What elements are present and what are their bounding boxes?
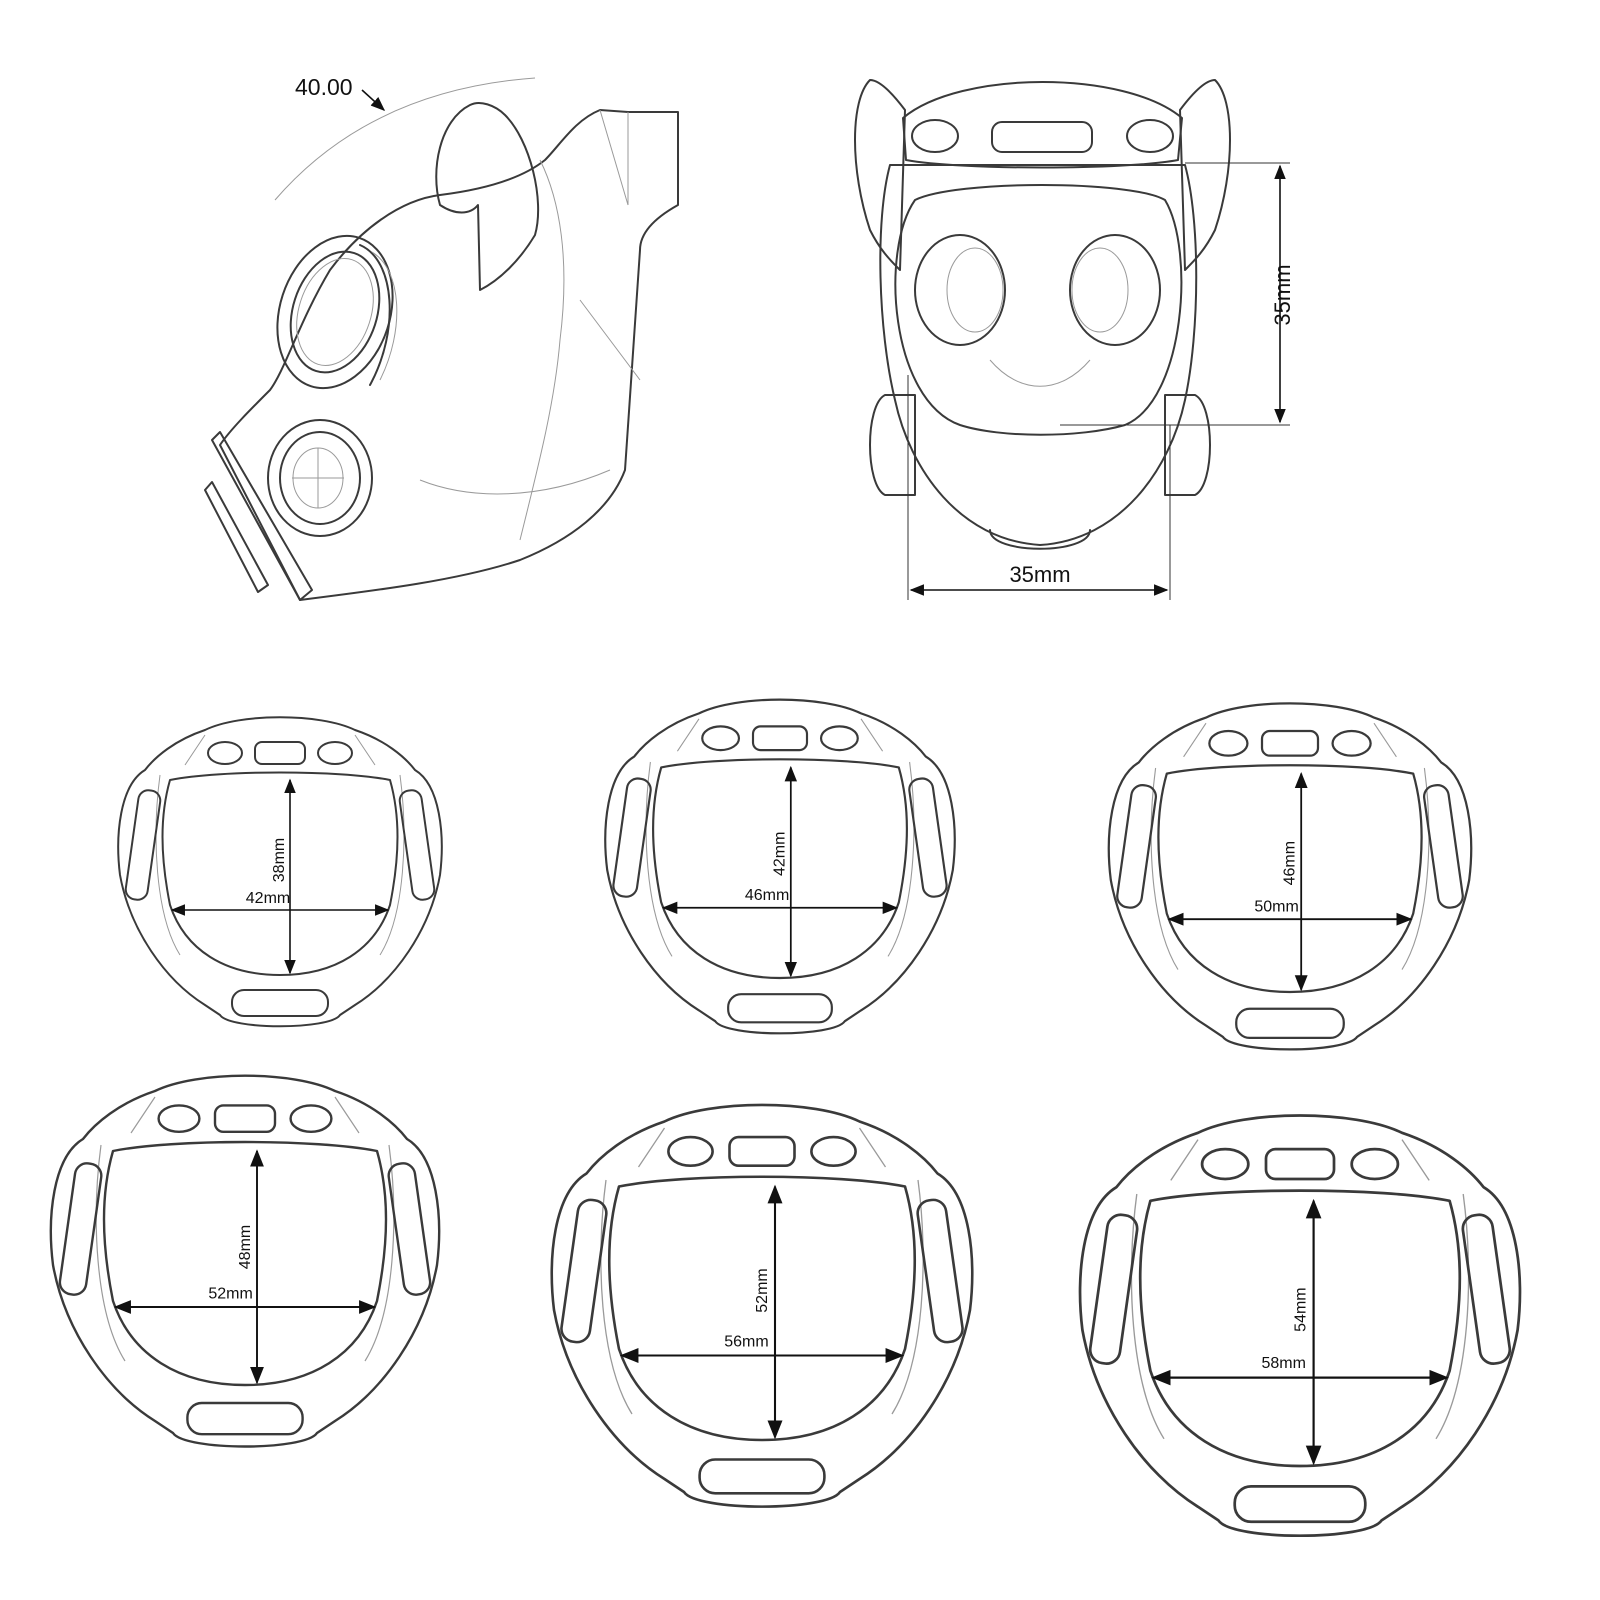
body-seam (419, 469, 611, 495)
bottom-slot (186, 1401, 304, 1436)
body-contour (519, 159, 565, 541)
slot-center (1260, 729, 1320, 757)
ring-inner (102, 1140, 388, 1387)
lower-port (267, 419, 373, 537)
slot-right (810, 1135, 857, 1168)
ring-size-3: 50mm 46mm (1107, 702, 1473, 1051)
front-view: 35mm 35mm (854, 79, 1295, 600)
side-slot-right (916, 1198, 964, 1344)
slot-center (1264, 1147, 1336, 1181)
ring-outer (49, 1074, 441, 1448)
ring-width-label: 58mm (1261, 1355, 1305, 1372)
slot-center (254, 741, 306, 765)
ring-width-label: 56mm (724, 1333, 768, 1350)
bottom-nub (989, 529, 1091, 550)
top-slot-left (911, 119, 959, 153)
bottom-slot (231, 989, 329, 1017)
slot-right (317, 741, 353, 765)
ring-width-label: 42mm (246, 890, 290, 907)
ring-height-label: 54mm (1292, 1287, 1309, 1331)
front-body (879, 164, 1198, 546)
ring-inner (652, 758, 908, 980)
ring-height-label: 42mm (771, 832, 788, 876)
ring-height-label: 52mm (754, 1268, 771, 1312)
left-knob (869, 394, 916, 496)
right-hole (1069, 234, 1161, 346)
slot-left (1208, 729, 1249, 757)
side-slot-left (58, 1162, 103, 1296)
slot-left (701, 725, 741, 752)
bottom-slot (727, 993, 833, 1024)
side-slot-left (1116, 784, 1158, 909)
side-slot-right (398, 789, 436, 901)
body-edges (579, 109, 641, 381)
end-plate-lip (204, 481, 269, 593)
slot-center (213, 1104, 277, 1133)
slot-left (667, 1135, 714, 1168)
side-slot-left (612, 777, 652, 898)
ring-size-6: 58mm 54mm (1078, 1114, 1522, 1538)
ring-size-4: 52mm 48mm (49, 1074, 441, 1448)
slot-left (157, 1104, 201, 1133)
ring-height-label: 48mm (237, 1225, 254, 1269)
top-bar (902, 81, 1183, 169)
end-plate (211, 431, 313, 601)
top-slot-center (991, 121, 1093, 153)
slot-right (819, 725, 859, 752)
ring-width-label: 46mm (745, 887, 789, 904)
slot-right (1331, 729, 1372, 757)
ring-inner (1138, 1189, 1462, 1468)
ring-inner (161, 771, 399, 976)
ring-outer (1107, 702, 1473, 1051)
front-height-label: 35mm (1270, 264, 1295, 325)
ring-size-2: 46mm 42mm (604, 698, 956, 1035)
front-opening (894, 184, 1183, 436)
ring-height-label: 38mm (271, 838, 288, 882)
inner-curve (989, 359, 1091, 387)
ring-inner (1157, 764, 1423, 994)
ring-width-label: 50mm (1254, 898, 1298, 915)
slot-left (1200, 1147, 1250, 1181)
side-slot-right (1422, 784, 1464, 909)
bottom-slot (1233, 1485, 1367, 1524)
slot-right (289, 1104, 333, 1133)
angle-arrow (361, 89, 386, 111)
upper-port (276, 234, 398, 390)
bottom-slot (698, 1458, 826, 1495)
ring-outer (117, 716, 443, 1028)
ring-size-1: 42mm 38mm (117, 716, 443, 1028)
ring-width-label: 52mm (208, 1286, 252, 1303)
cage-body-side (219, 109, 679, 601)
side-view: 40.00 (204, 74, 679, 601)
angle-label: 40.00 (295, 74, 353, 100)
ring-outer (604, 698, 956, 1035)
slot-center (728, 1135, 796, 1168)
side-slot-left (124, 789, 162, 901)
side-slot-right (1461, 1213, 1512, 1365)
ring-size-5: 56mm 52mm (550, 1103, 974, 1508)
ring-outer (1078, 1114, 1522, 1538)
angle-arc (274, 77, 536, 201)
bottom-slot (1235, 1007, 1345, 1040)
right-ear (1179, 79, 1231, 271)
slot-center (751, 725, 809, 752)
right-knob (1164, 394, 1211, 496)
ring-inner (608, 1175, 916, 1442)
left-ear (854, 79, 906, 271)
front-width-label: 35mm (1009, 562, 1070, 587)
side-slot-left (560, 1198, 608, 1344)
slot-right (1350, 1147, 1400, 1181)
top-tab (435, 102, 540, 291)
side-slot-right (908, 777, 948, 898)
side-slot-left (1088, 1213, 1139, 1365)
ring-outer (550, 1103, 974, 1508)
side-slot-right (387, 1162, 432, 1296)
top-slot-right (1126, 119, 1174, 153)
left-hole (914, 234, 1006, 346)
slot-left (207, 741, 243, 765)
ring-height-label: 46mm (1281, 841, 1298, 885)
